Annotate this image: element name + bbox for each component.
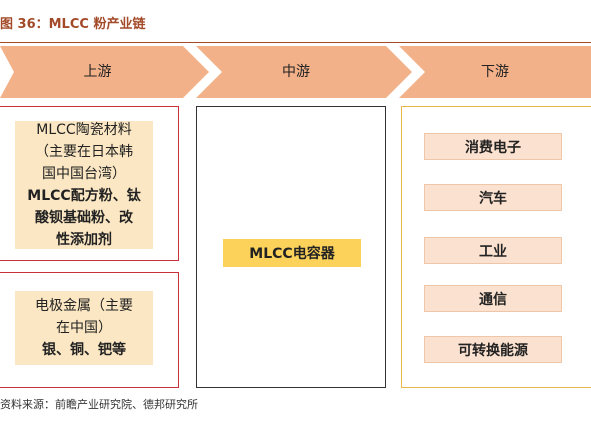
figure-title: 图 36：MLCC 粉产业链 xyxy=(0,17,146,32)
ceramic-line-2: （主要在日本韩 xyxy=(35,144,133,160)
chevron-downstream xyxy=(399,46,591,98)
ceramic-line-1: MLCC陶瓷材料 xyxy=(36,122,132,138)
ceramic-line-6: 性添加剂 xyxy=(56,232,112,248)
stage-label-upstream: 上游 xyxy=(83,64,112,80)
ceramic-line-4: MLCC配方粉、钛 xyxy=(27,188,141,204)
downstream-item-consumer-electronics: 消费电子 xyxy=(424,133,562,160)
ceramic-line-5: 酸钡基础粉、改 xyxy=(35,210,133,226)
downstream-item-communications: 通信 xyxy=(424,285,562,312)
downstream-box: 消费电子 汽车 工业 通信 可转换能源 xyxy=(401,106,591,388)
midstream-box: MLCC电容器 xyxy=(196,106,386,388)
stage-label-downstream: 下游 xyxy=(481,64,509,80)
upstream-metal-box: 电极金属（主要 在中国） 银、铜、钯等 xyxy=(0,272,179,388)
stage-label-midstream: 中游 xyxy=(282,64,310,80)
chevron-upstream xyxy=(0,46,209,98)
metal-line-3: 银、铜、钯等 xyxy=(42,342,126,358)
title-divider xyxy=(0,42,591,43)
source-note: 资料来源：前瞻产业研究院、德邦研究所 xyxy=(0,398,198,411)
downstream-item-renewable-energy: 可转换能源 xyxy=(424,336,562,363)
downstream-item-automotive: 汽车 xyxy=(424,184,562,211)
ceramic-materials-card: MLCC陶瓷材料 （主要在日本韩 国中国台湾） MLCC配方粉、钛 酸钡基础粉、… xyxy=(15,121,153,249)
upstream-ceramic-box: MLCC陶瓷材料 （主要在日本韩 国中国台湾） MLCC配方粉、钛 酸钡基础粉、… xyxy=(0,106,179,261)
metal-line-2: 在中国） xyxy=(56,320,112,336)
electrode-metal-card: 电极金属（主要 在中国） 银、铜、钯等 xyxy=(15,291,153,365)
chevron-midstream xyxy=(196,46,412,98)
downstream-item-industrial: 工业 xyxy=(424,237,562,264)
stage-chevrons xyxy=(0,46,591,98)
ceramic-line-3: 国中国台湾） xyxy=(42,166,126,182)
mlcc-capacitor-card: MLCC电容器 xyxy=(223,239,361,267)
metal-line-1: 电极金属（主要 xyxy=(35,298,133,314)
